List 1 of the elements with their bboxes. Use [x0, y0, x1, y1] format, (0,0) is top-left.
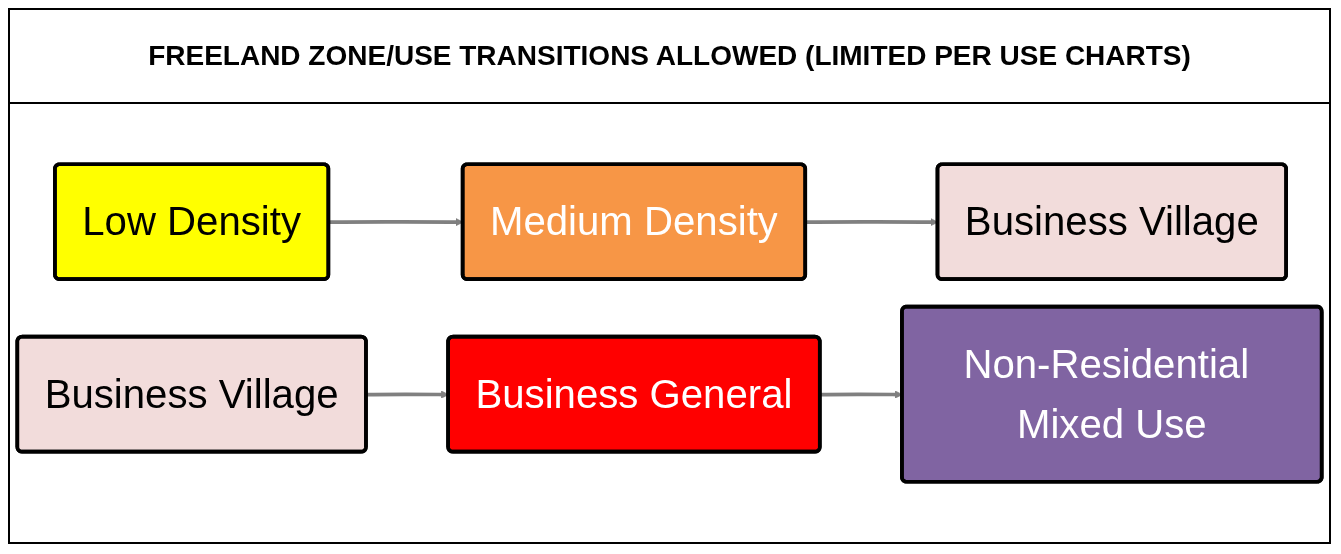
- diagram-title: FREELAND ZONE/USE TRANSITIONS ALLOWED (LIMITED PER USE CHARTS): [10, 10, 1329, 104]
